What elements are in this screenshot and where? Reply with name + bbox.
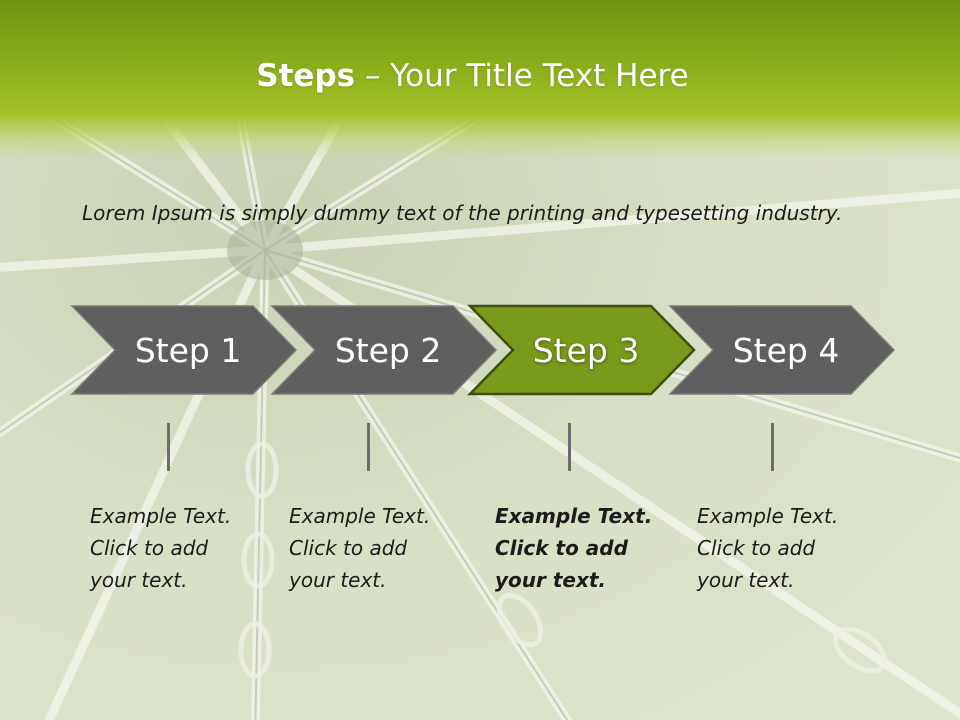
step-3-line-2: Click to add xyxy=(495,536,628,560)
step-3-line-1: Example Text. xyxy=(495,504,653,528)
step-1-description[interactable]: Example Text. Click to add your text. xyxy=(90,500,255,596)
step-4-line-3: your text. xyxy=(697,568,795,592)
step-1-line-3: your text. xyxy=(90,568,188,592)
step-3-line-3: your text. xyxy=(495,568,607,592)
title-strong: Steps xyxy=(256,58,356,94)
step-2-line-3: your text. xyxy=(289,568,387,592)
step-4-line-2: Click to add xyxy=(697,536,816,560)
step-3-arrow[interactable] xyxy=(467,304,696,396)
step-4-line-1: Example Text. xyxy=(697,504,839,528)
step-2-label: Step 2 xyxy=(334,331,442,370)
step-1-arrow[interactable] xyxy=(70,305,298,395)
step-4-label: Step 4 xyxy=(732,331,840,370)
step-4-description[interactable]: Example Text. Click to add your text. xyxy=(697,500,862,596)
step-4-arrow[interactable] xyxy=(668,305,896,395)
step-1-line-1: Example Text. xyxy=(90,504,232,528)
step-3-label: Step 3 xyxy=(532,331,640,370)
step-2-connector xyxy=(367,423,370,471)
slide-title: Steps – Your Title Text Here xyxy=(0,56,945,96)
title-banner xyxy=(0,0,960,160)
step-1-line-2: Click to add xyxy=(90,536,209,560)
step-2-line-2: Click to add xyxy=(289,536,408,560)
step-1-label: Step 1 xyxy=(134,331,242,370)
step-2-arrow[interactable] xyxy=(270,305,498,395)
step-4-connector xyxy=(771,423,774,471)
step-3-connector xyxy=(568,423,571,471)
intro-text: Lorem Ipsum is simply dummy text of the … xyxy=(82,201,843,225)
title-rest: – Your Title Text Here xyxy=(355,58,689,94)
step-2-line-1: Example Text. xyxy=(289,504,431,528)
step-1-connector xyxy=(167,423,170,471)
step-3-description[interactable]: Example Text. Click to add your text. xyxy=(495,500,660,596)
step-2-description[interactable]: Example Text. Click to add your text. xyxy=(289,500,454,596)
